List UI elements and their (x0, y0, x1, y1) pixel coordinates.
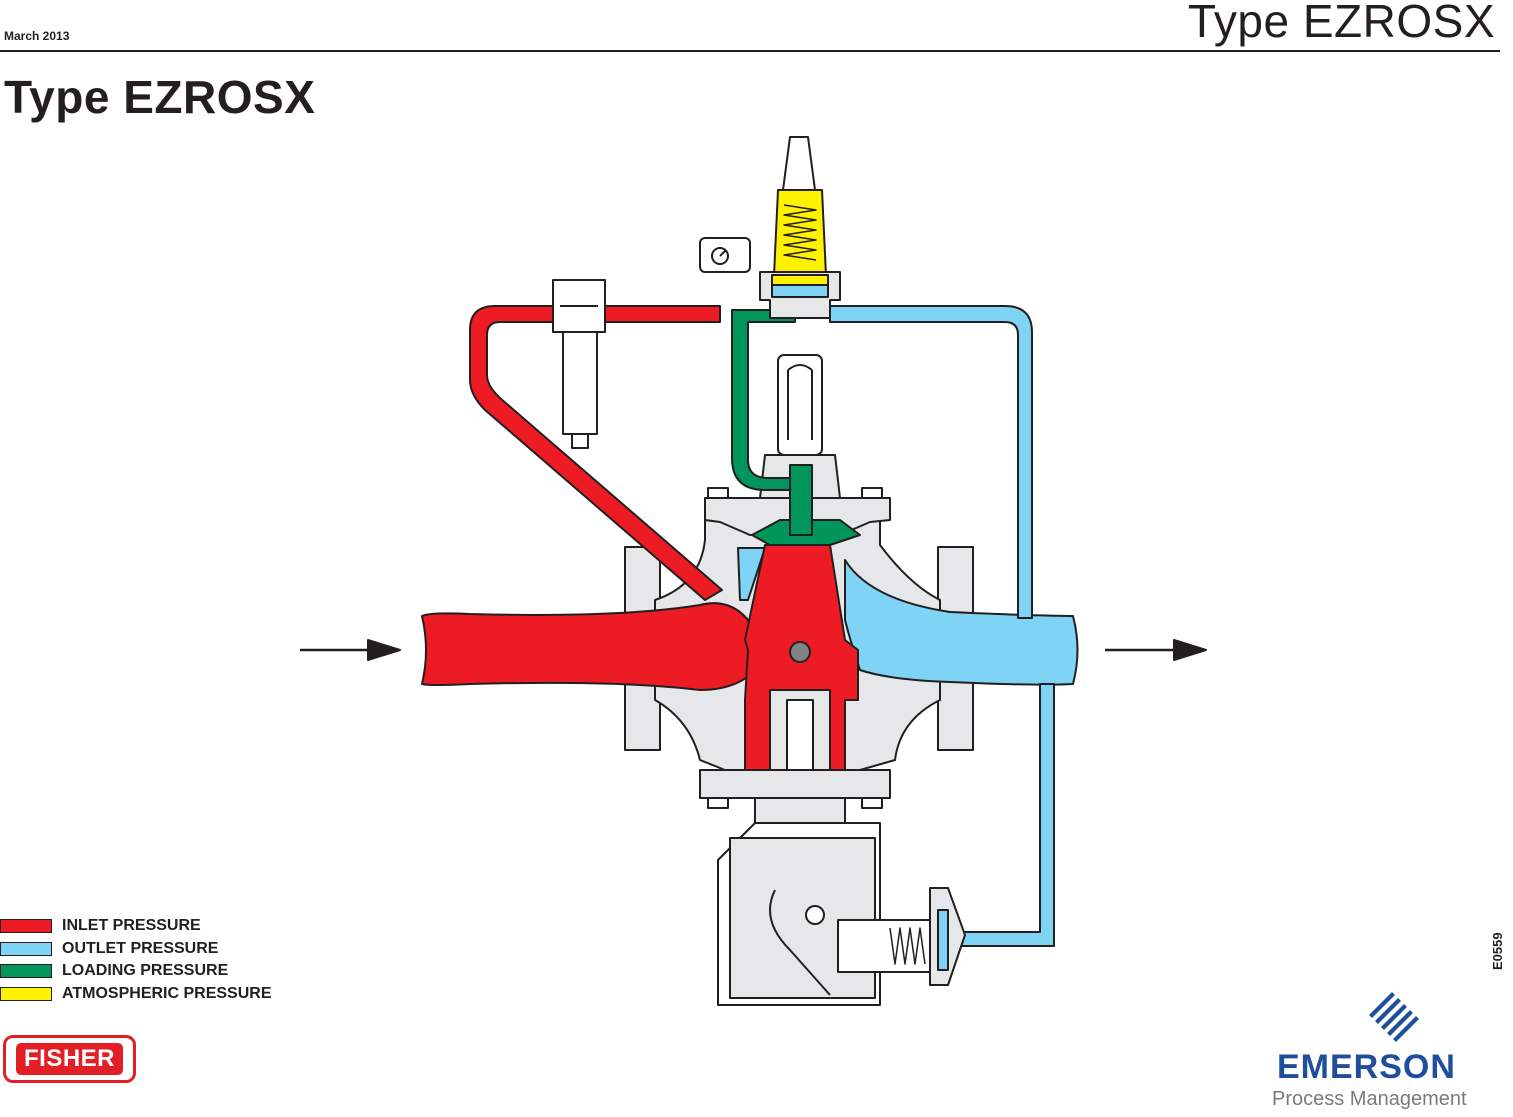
page-title: Type EZROSX (4, 71, 316, 123)
pilot-spring (783, 204, 817, 261)
lever-arm (769, 889, 831, 996)
outlet-swatch (0, 941, 52, 956)
emerson-logo: EMERSON Process Management (1272, 990, 1502, 1110)
pressure-legend: INLET PRESSURE OUTLET PRESSURE LOADING P… (0, 915, 272, 1005)
outlet-sense-line (829, 305, 1033, 619)
pilot-stem-green (789, 464, 813, 536)
legend-label: OUTLET PRESSURE (62, 939, 219, 957)
legend-label: ATMOSPHERIC PRESSURE (62, 984, 272, 1002)
inlet-flow-arrow-icon (300, 639, 401, 661)
lower-pilot-spring (889, 927, 926, 965)
loading-pressure-line (731, 309, 796, 491)
emerson-logo-icon (1369, 992, 1419, 1042)
inlet-swatch (0, 919, 52, 934)
lower-spring-case (754, 797, 846, 824)
lever-pivot (805, 905, 825, 925)
emerson-logo-text: EMERSON (1277, 1048, 1456, 1086)
loading-swatch (0, 964, 52, 979)
legend-item-inlet: INLET PRESSURE (0, 915, 272, 938)
lower-pilot-spring-housing (837, 919, 934, 973)
fisher-logo: FISHER (3, 1035, 136, 1083)
lower-flange-plate (699, 769, 891, 799)
outlet-pipe (844, 559, 1079, 686)
legend-item-outlet: OUTLET PRESSURE (0, 938, 272, 961)
outlet-lower-flange (937, 674, 974, 751)
figure-code: E0559 (1490, 932, 1505, 970)
lower-pilot-diaphragm (937, 909, 949, 971)
gauge-icon (699, 237, 751, 273)
atmospheric-swatch (0, 986, 52, 1001)
legend-label: LOADING PRESSURE (62, 962, 229, 980)
outlet-flow-arrow-icon (1105, 639, 1207, 661)
legend-item-loading: LOADING PRESSURE (0, 960, 272, 983)
header-title: Type EZROSX (1187, 0, 1495, 47)
header-rule (0, 50, 1500, 52)
pilot-spring-housing (777, 354, 823, 456)
bolt (861, 797, 883, 809)
legend-item-atmospheric: ATMOSPHERIC PRESSURE (0, 983, 272, 1006)
outlet-cavity (737, 547, 766, 601)
filter-drain (571, 433, 589, 449)
inlet-sense-line (469, 305, 723, 601)
fisher-logo-text: FISHER (15, 1043, 123, 1075)
inlet-pipe (421, 602, 761, 691)
emerson-logo-subtext: Process Management (1272, 1088, 1467, 1110)
pilot-spring-inner (787, 364, 813, 440)
plug-port (789, 641, 811, 663)
lower-pilot-cover (729, 837, 876, 999)
header-date: March 2013 (4, 29, 70, 43)
legend-label: INLET PRESSURE (62, 917, 201, 935)
bolt (707, 487, 729, 499)
filter-bowl (562, 331, 598, 435)
bolt (707, 797, 729, 809)
bolt (861, 487, 883, 499)
pilot-diaphragm-atm (771, 274, 829, 286)
pilot-cap (782, 136, 816, 191)
pilot-diaphragm-outlet (771, 284, 829, 298)
